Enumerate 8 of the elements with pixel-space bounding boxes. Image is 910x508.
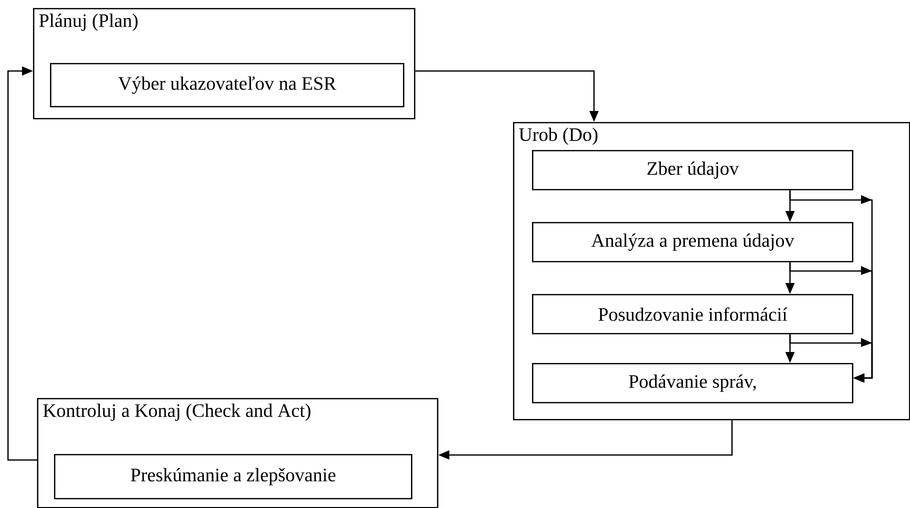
process-box: Preskúmanie a zlepšovanie: [54, 454, 412, 500]
process-box: Posudzovanie informácií: [532, 294, 854, 334]
arrow: [789, 334, 873, 383]
process-box: Výber ukazovateľov na ESR: [50, 63, 404, 108]
process-box: Analýza a premena údajov: [532, 222, 854, 262]
process-box: Podávanie správ,: [532, 363, 854, 404]
process-box: Zber údajov: [532, 150, 854, 190]
arrow: [7, 66, 38, 461]
